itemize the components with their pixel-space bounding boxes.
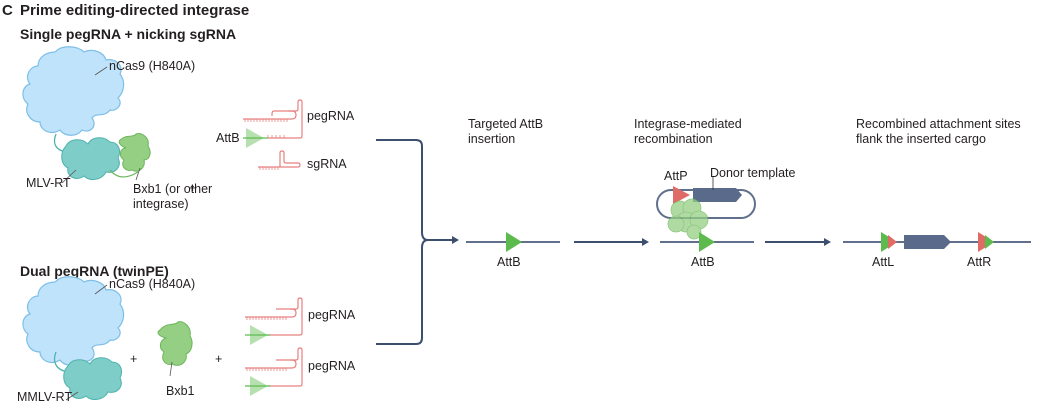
step1-attb-label: AttB <box>497 255 521 269</box>
rt-label-dual: MMLV-RT <box>17 390 73 404</box>
step3-title-line1: Recombined attachment sites <box>856 117 1021 131</box>
rt-label-single: MLV-RT <box>26 176 71 190</box>
ncas9-label-single: nCas9 (H840A) <box>109 59 196 73</box>
plus-dual-1: + <box>130 352 138 366</box>
step1-title: Targeted AttB insertion <box>468 117 543 147</box>
plus-single: + <box>189 181 197 195</box>
panel-letter: c <box>2 2 13 19</box>
pegrna-dual-1 <box>245 297 303 336</box>
attp-site <box>673 186 690 204</box>
rt-leader-dual <box>65 391 79 401</box>
integrase-complex <box>667 198 709 240</box>
attr-label: AttR <box>967 255 992 269</box>
merge-bracket <box>376 139 429 345</box>
inserted-cargo <box>904 235 951 249</box>
attb-site-step1 <box>506 232 522 252</box>
ncas9-leader-single <box>94 66 108 76</box>
attr-site-green <box>985 235 994 249</box>
rt-protein-dual <box>63 357 123 400</box>
bracket-arrowhead <box>452 236 459 244</box>
rt-leader-single <box>61 169 77 184</box>
integrase-label-dual: Bxb1 <box>166 384 195 398</box>
attl-site-red <box>888 235 897 249</box>
dual-section-title: Dual pegRNA (twinPE) <box>20 263 169 279</box>
single-section-title: Single pegRNA + nicking sgRNA <box>20 26 237 42</box>
step1-title-line1: Targeted AttB <box>468 117 544 131</box>
pegrna-label-dual-2: pegRNA <box>308 359 356 373</box>
ncas9-label-dual: nCas9 (H840A) <box>109 277 196 291</box>
step-arrowhead-1 <box>642 238 649 246</box>
pegrna-label-dual-1: pegRNA <box>308 308 356 322</box>
attl-label: AttL <box>872 255 895 269</box>
linker2-single <box>109 169 139 178</box>
integrase-leader-dual <box>169 361 173 377</box>
sgrna-label-single: sgRNA <box>307 157 347 171</box>
step-arrowhead-2 <box>824 238 831 246</box>
plus-dual-2: + <box>215 352 223 366</box>
donor-cargo <box>693 188 742 202</box>
integrase-label-single-2: integrase) <box>133 197 189 211</box>
ncas9-leader-dual <box>94 284 108 295</box>
step3-title-line2: flank the inserted cargo <box>856 132 986 146</box>
attp-label: AttP <box>664 169 688 183</box>
attb-label-single: AttB <box>216 131 240 145</box>
ncas9-protein-dual <box>22 276 125 366</box>
integrase-label-single-1: Bxb1 (or other <box>133 182 213 196</box>
step1-title-line2: insertion <box>468 132 516 146</box>
step2-title-line2: recombination <box>634 132 713 146</box>
integrase-protein-single <box>118 133 151 172</box>
step2-title: Integrase-mediated recombination <box>634 117 742 147</box>
panel-title: Prime editing-directed integrase <box>20 2 250 19</box>
rt-protein-single <box>61 137 121 180</box>
sgrna-single <box>258 150 301 170</box>
step2-attb-label: AttB <box>691 255 715 269</box>
ncas9-protein-single <box>22 46 125 136</box>
integrase-leader-single <box>135 167 141 181</box>
attb-site-step2 <box>699 232 715 252</box>
pegrna-label-single: pegRNA <box>307 109 355 123</box>
pegrna-single-ticks <box>244 119 288 138</box>
donor-template-label: Donor template <box>710 166 796 180</box>
integrase-protein-dual <box>157 321 193 366</box>
pegrna-dual-2 <box>245 347 303 387</box>
step2-title-line1: Integrase-mediated <box>634 117 742 131</box>
step3-title: Recombined attachment sites flank the in… <box>856 117 1021 147</box>
